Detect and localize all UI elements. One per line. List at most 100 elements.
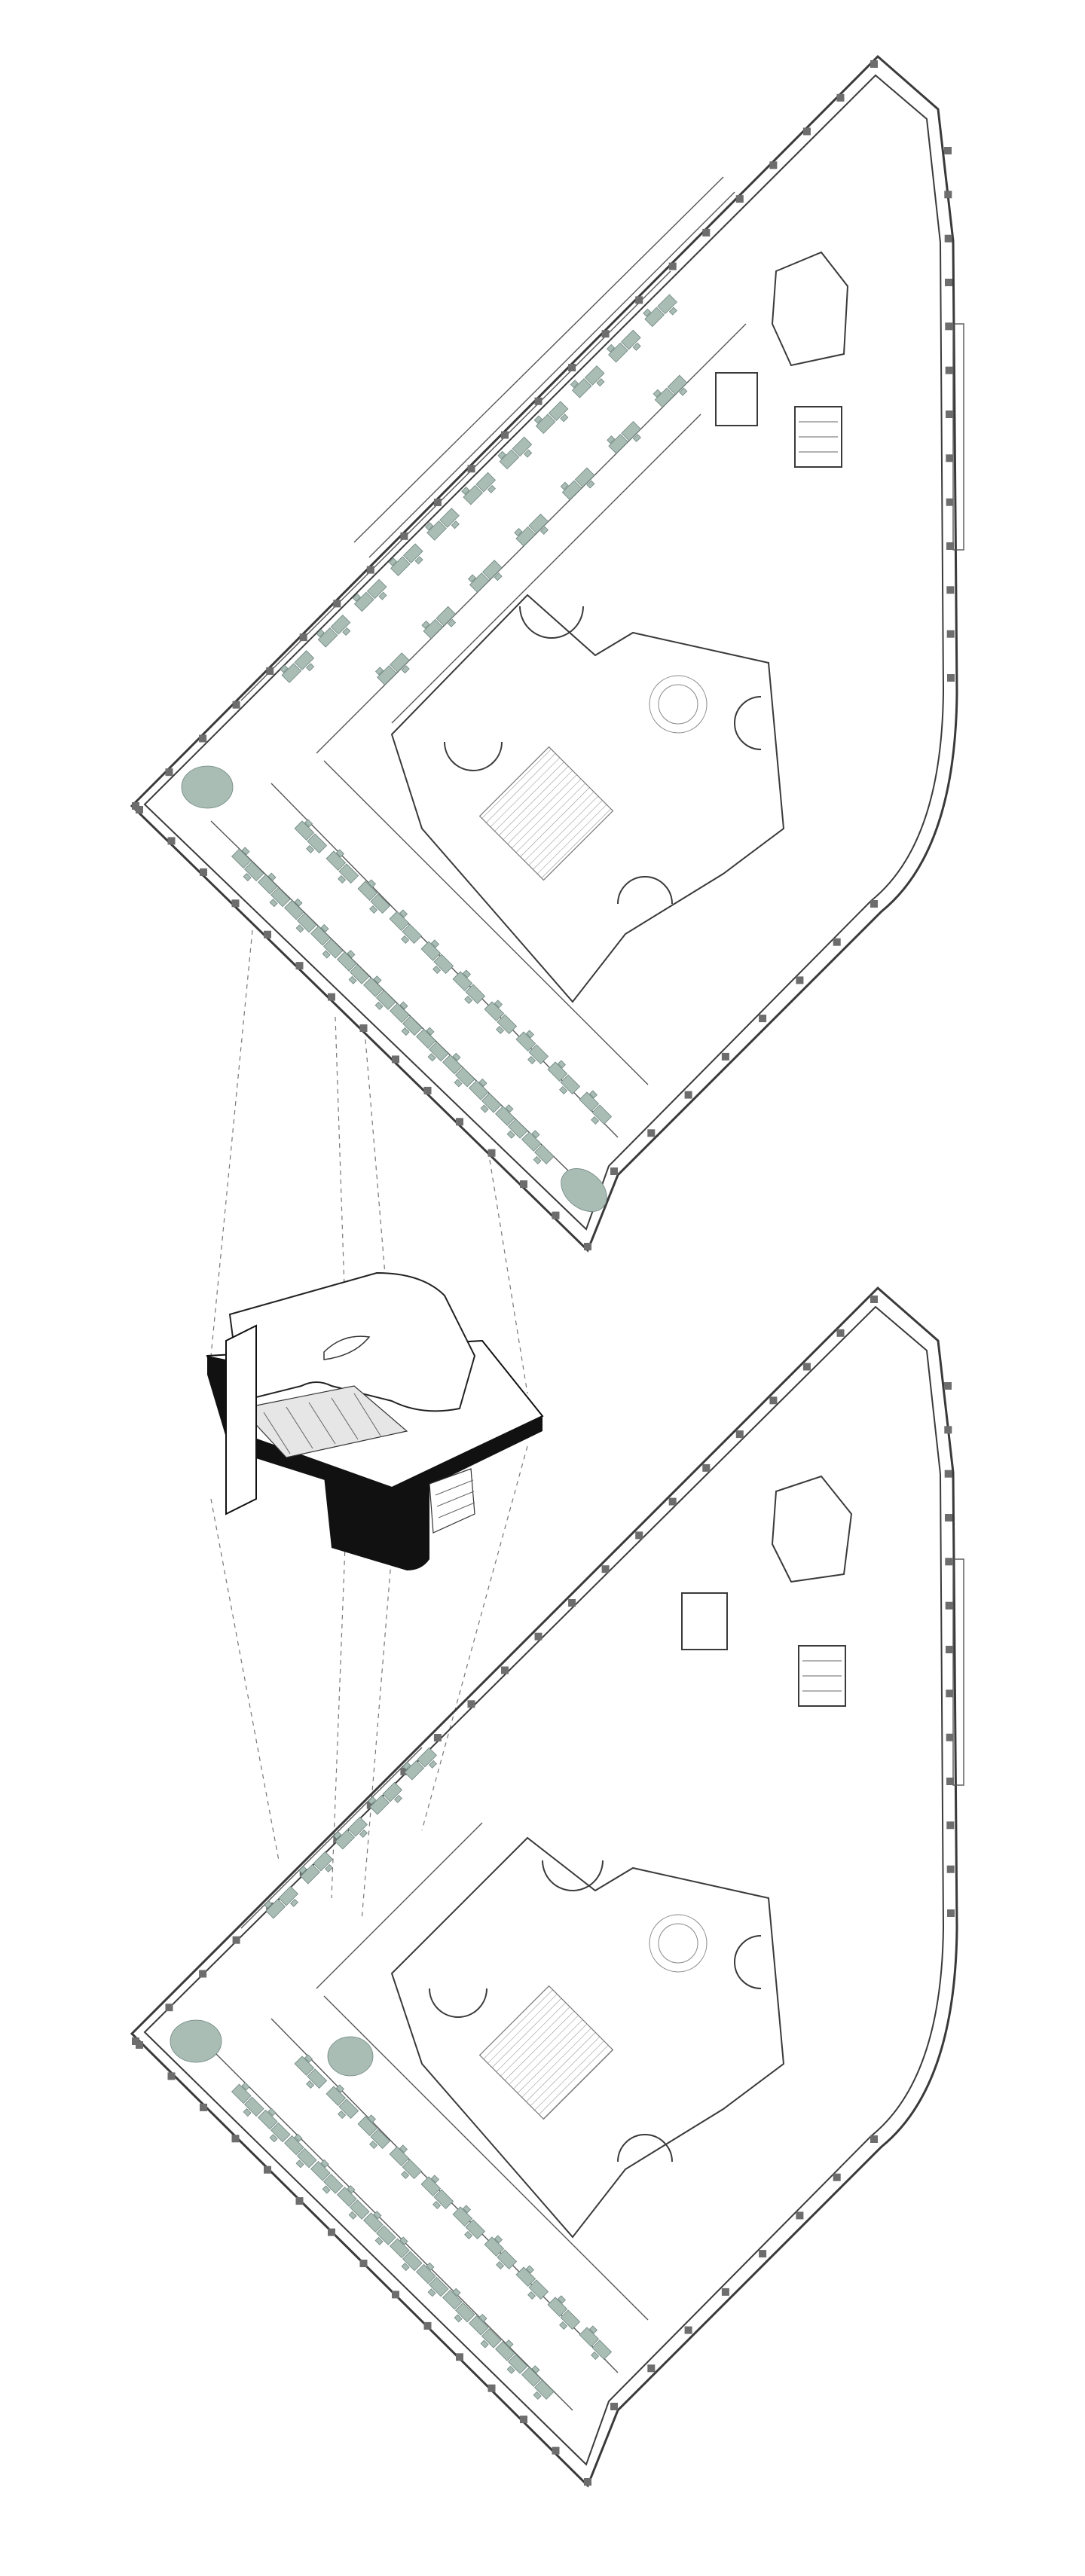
column [702, 228, 711, 237]
lower-north-tower [771, 1475, 853, 1583]
column [433, 499, 442, 506]
column [946, 1865, 955, 1873]
column [232, 700, 240, 709]
column [328, 993, 335, 1001]
column [568, 364, 576, 371]
column [366, 1801, 374, 1809]
column [944, 147, 952, 154]
column [945, 1514, 952, 1521]
desk [261, 1882, 303, 1923]
column [610, 2403, 618, 2410]
column [487, 2384, 496, 2392]
column [501, 431, 509, 439]
upper-meeting-table-west [181, 765, 234, 809]
column [520, 1180, 527, 1189]
desk [417, 2172, 457, 2214]
column [833, 938, 841, 946]
lower-skylight [478, 1985, 614, 2120]
desk [385, 907, 426, 948]
desk [322, 2082, 362, 2123]
desk [353, 2112, 394, 2153]
column [945, 366, 953, 374]
column [946, 586, 955, 594]
column [870, 2135, 878, 2143]
desk [604, 417, 646, 459]
upper-outer-wall [130, 54, 958, 1253]
column [735, 1430, 744, 1439]
column [759, 1015, 767, 1023]
lower-outer-wall-inner [143, 1305, 945, 2466]
column [635, 296, 643, 304]
column [392, 1055, 399, 1064]
column [945, 279, 952, 286]
column [769, 161, 778, 169]
column [668, 262, 677, 270]
desk [385, 2142, 426, 2184]
desk [543, 1058, 584, 1099]
upper-north-tower [771, 251, 849, 367]
column [264, 2165, 271, 2174]
column [944, 1382, 952, 1390]
section-model [206, 929, 544, 1921]
column [165, 2004, 173, 2012]
upper-meeting-table-south [561, 1168, 607, 1212]
upper-floor-plan [130, 54, 964, 1253]
desk [448, 967, 489, 1009]
upper-columns [132, 60, 955, 1250]
column [802, 1363, 811, 1371]
lower-floor-plan [130, 1286, 964, 2488]
desk [512, 1027, 552, 1069]
column [735, 195, 744, 203]
desk [448, 2202, 489, 2244]
column [584, 1243, 591, 1250]
desk [387, 539, 428, 581]
lower-atrium-wall [390, 1836, 785, 2239]
column [870, 900, 878, 908]
desk [419, 603, 460, 643]
desk [466, 556, 507, 597]
upper-stair-core-north [715, 372, 842, 468]
column [947, 674, 955, 682]
column [231, 2135, 240, 2143]
upper-north-wing [240, 270, 747, 754]
desk [423, 504, 464, 545]
column [635, 1531, 643, 1540]
column [702, 1463, 711, 1472]
column [266, 667, 274, 675]
column [200, 868, 207, 876]
column [552, 1211, 560, 1219]
desk [575, 1088, 616, 1129]
column [946, 1646, 953, 1653]
desk [512, 510, 553, 551]
upper-outer-wall-inner [143, 74, 945, 1231]
column [520, 2416, 527, 2424]
desk [558, 463, 599, 505]
column [392, 2291, 399, 2299]
column [796, 976, 804, 984]
desk [296, 1848, 338, 1888]
column [684, 1091, 692, 1099]
column [456, 2353, 463, 2361]
column [299, 633, 307, 642]
column [295, 2197, 304, 2205]
column [467, 465, 475, 473]
lower-north-wing [240, 1747, 483, 1989]
column [721, 1052, 729, 1061]
lower-meeting-table-center [327, 2036, 374, 2077]
column [584, 2478, 591, 2486]
column [136, 806, 143, 813]
column [264, 930, 271, 939]
column [199, 734, 207, 743]
desk [373, 649, 414, 690]
upper-facade-strip [952, 323, 964, 551]
column [167, 837, 176, 845]
column [870, 1296, 878, 1303]
upper-atrium-wall [390, 594, 785, 1003]
desk [575, 2323, 616, 2364]
column [359, 2260, 368, 2267]
upper-desks [227, 290, 692, 1169]
column [946, 1733, 954, 1741]
upper-skylight [478, 746, 614, 881]
column [647, 1129, 656, 1137]
column [165, 768, 173, 777]
